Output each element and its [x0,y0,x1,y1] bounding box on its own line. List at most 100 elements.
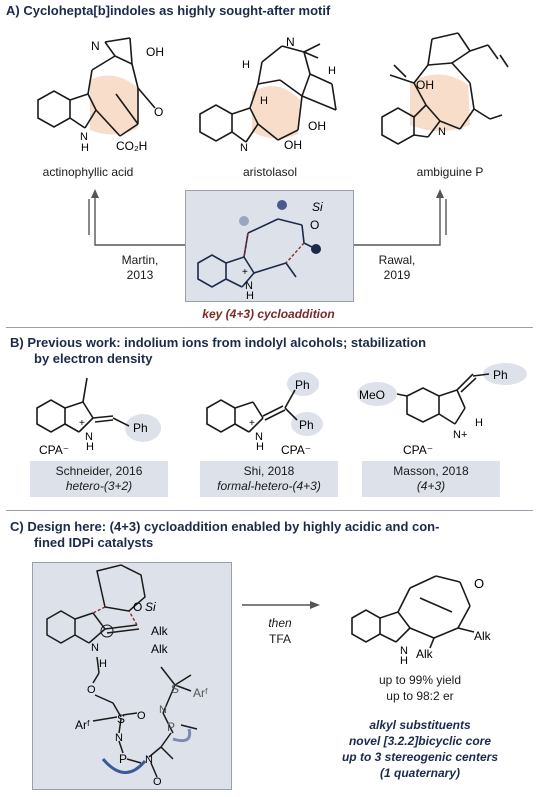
h-atom-label: H [400,655,408,667]
schneider-ref: Schneider, 2016 [55,464,143,478]
actinophyllic-acid-structure: N OH O N H CO₂H [37,37,164,154]
arf-label-right: Arᶠ [193,686,208,700]
schneider-type: hetero-(3+2) [65,479,133,493]
section-divider-ab [6,327,533,328]
nh-label: N [240,142,248,154]
p-atom-label-2: P [167,720,175,734]
key-cycloaddition-label: key (4+3) cycloaddition [202,307,335,321]
masson-type: (4+3) [416,479,446,493]
idpi-complex-structure: O Si Alk Alk N H O S O Arᶠ N P N O P S A… [46,564,208,788]
h-label: H [328,65,336,77]
arrow-to-ambiguine [352,195,441,246]
masson-indolium-structure: MeO Ph N+ H CPA⁻ [357,363,527,457]
meo-label: MeO [359,388,385,402]
feature-bicyclic-core: novel [3.2.2]bicyclic core [348,734,492,748]
cpa-label: CPA⁻ [281,443,311,457]
oh-label-2: OH [284,138,302,152]
h-atom-label: H [246,290,254,301]
o-atom-label-3: O [153,776,162,788]
h-atom-label: H [99,658,107,670]
cpa-label: CPA⁻ [39,443,69,457]
feature-alkyl-substituents: alkyl substituents [369,718,471,732]
o-atom-label: O [87,684,96,696]
section-b-title-line2: by electron density [34,351,153,366]
er-text: up to 98:2 er [386,689,454,703]
o-atom-label: O [310,218,319,232]
n-atom-label: N [85,431,93,443]
reactive-site-dot-dark [277,200,287,210]
oh-label: OH [308,119,326,133]
arrow-to-actinophyllic [94,195,185,246]
h-label: H [260,95,268,107]
aristolasol-structure: N H H H OH OH N [199,35,337,154]
shi-indolium-structure: + N H Ph Ph CPA⁻ [206,372,323,457]
alk-label-2: Alk [151,642,169,656]
o-atom-label: O [154,105,163,119]
n-atom-label-3: N [145,754,153,766]
section-c-title-line1: C) Design here: (4+3) cycloaddition enab… [10,519,440,534]
connector-arrows [88,189,447,246]
s-atom-label: S [117,712,125,726]
s-atom-label-2: S [171,682,179,696]
ph-label: Ph [493,368,508,382]
arrowhead-right [436,189,444,198]
reaction-condition-then: then [268,616,292,630]
n-atom-label-2: N [115,732,123,744]
arrowhead-left [91,189,99,198]
n-atom-label: N [91,39,100,53]
si-label: Si [312,200,323,214]
schneider-ref-box: Schneider, 2016 hetero-(3+2) [30,461,168,497]
nh-label: N [80,131,88,143]
alk-label-1: Alk [151,624,169,638]
reactive-site-dot-light [239,216,249,226]
n-atom-label: N [245,280,253,292]
martin-ref-name: Martin, [121,253,159,267]
o-atom-label-2: O [137,710,146,722]
n-atom-label: N [438,126,446,138]
feature-quaternary: (1 quaternary) [379,766,461,780]
n-atom-label: N [286,35,295,49]
key-intermediate-structure: Si O + N H [197,200,323,302]
oh-label: OH [416,78,434,92]
h-atom-label: H [86,441,94,453]
martin-ref-year: 2013 [126,268,154,282]
h-atom-label: H [475,417,483,429]
rawal-ref-name: Rawal, [378,253,416,267]
section-c-title-line2: fined IDPi catalysts [34,535,154,550]
n-atom-label: N [255,431,263,443]
yield-text: up to 99% yield [378,673,462,687]
feature-stereocenters: up to 3 stereogenic centers [341,750,499,764]
section-b-title-line1: B) Previous work: indolium ions from ind… [10,335,427,350]
section-divider-bc [6,510,533,511]
plus-charge: + [79,418,85,429]
reaction-arrow [242,601,320,609]
ambiguine-p-structure: OH N [381,32,509,145]
h-atom-label: H [256,441,264,453]
rawal-ref-year: 2019 [383,268,411,282]
idpi-complex-box: O Si Alk Alk N H O S O Arᶠ N P N O P S A… [32,562,232,790]
shi-ref-box: Shi, 2018 formal-hetero-(4+3) [200,461,338,497]
ketone-o-label: O [474,576,484,591]
p-atom-label: P [119,752,127,766]
o-si-label: O [133,600,142,614]
masson-ref-box: Masson, 2018 (4+3) [362,461,500,497]
arf-label-left: Arᶠ [75,718,90,732]
co2h-label: CO₂H [116,139,147,153]
key-cycloaddition-box: Si O + N H [185,190,354,302]
shi-ref: Shi, 2018 [243,464,295,478]
section-a-title: A) Cyclohepta[b]indoles as highly sought… [6,3,331,18]
n-plus-label: N+ [453,429,467,441]
reaction-condition-tfa: TFA [268,632,291,646]
oh-label: OH [146,45,164,59]
n-atom-label: N [400,645,408,657]
compound-name-ambiguine-p: ambiguine P [416,165,484,179]
plus-charge: + [242,267,248,278]
cpa-label: CPA⁻ [403,443,433,457]
si-label: Si [145,600,156,614]
reactive-site-dot-dark-2 [311,244,321,254]
compound-name-aristolasol: aristolasol [242,165,298,179]
ph-label-bottom: Ph [299,418,314,432]
h-label: H [81,142,89,154]
n-atom-label: N [91,642,99,654]
n-atom-label-4: N [159,704,167,716]
